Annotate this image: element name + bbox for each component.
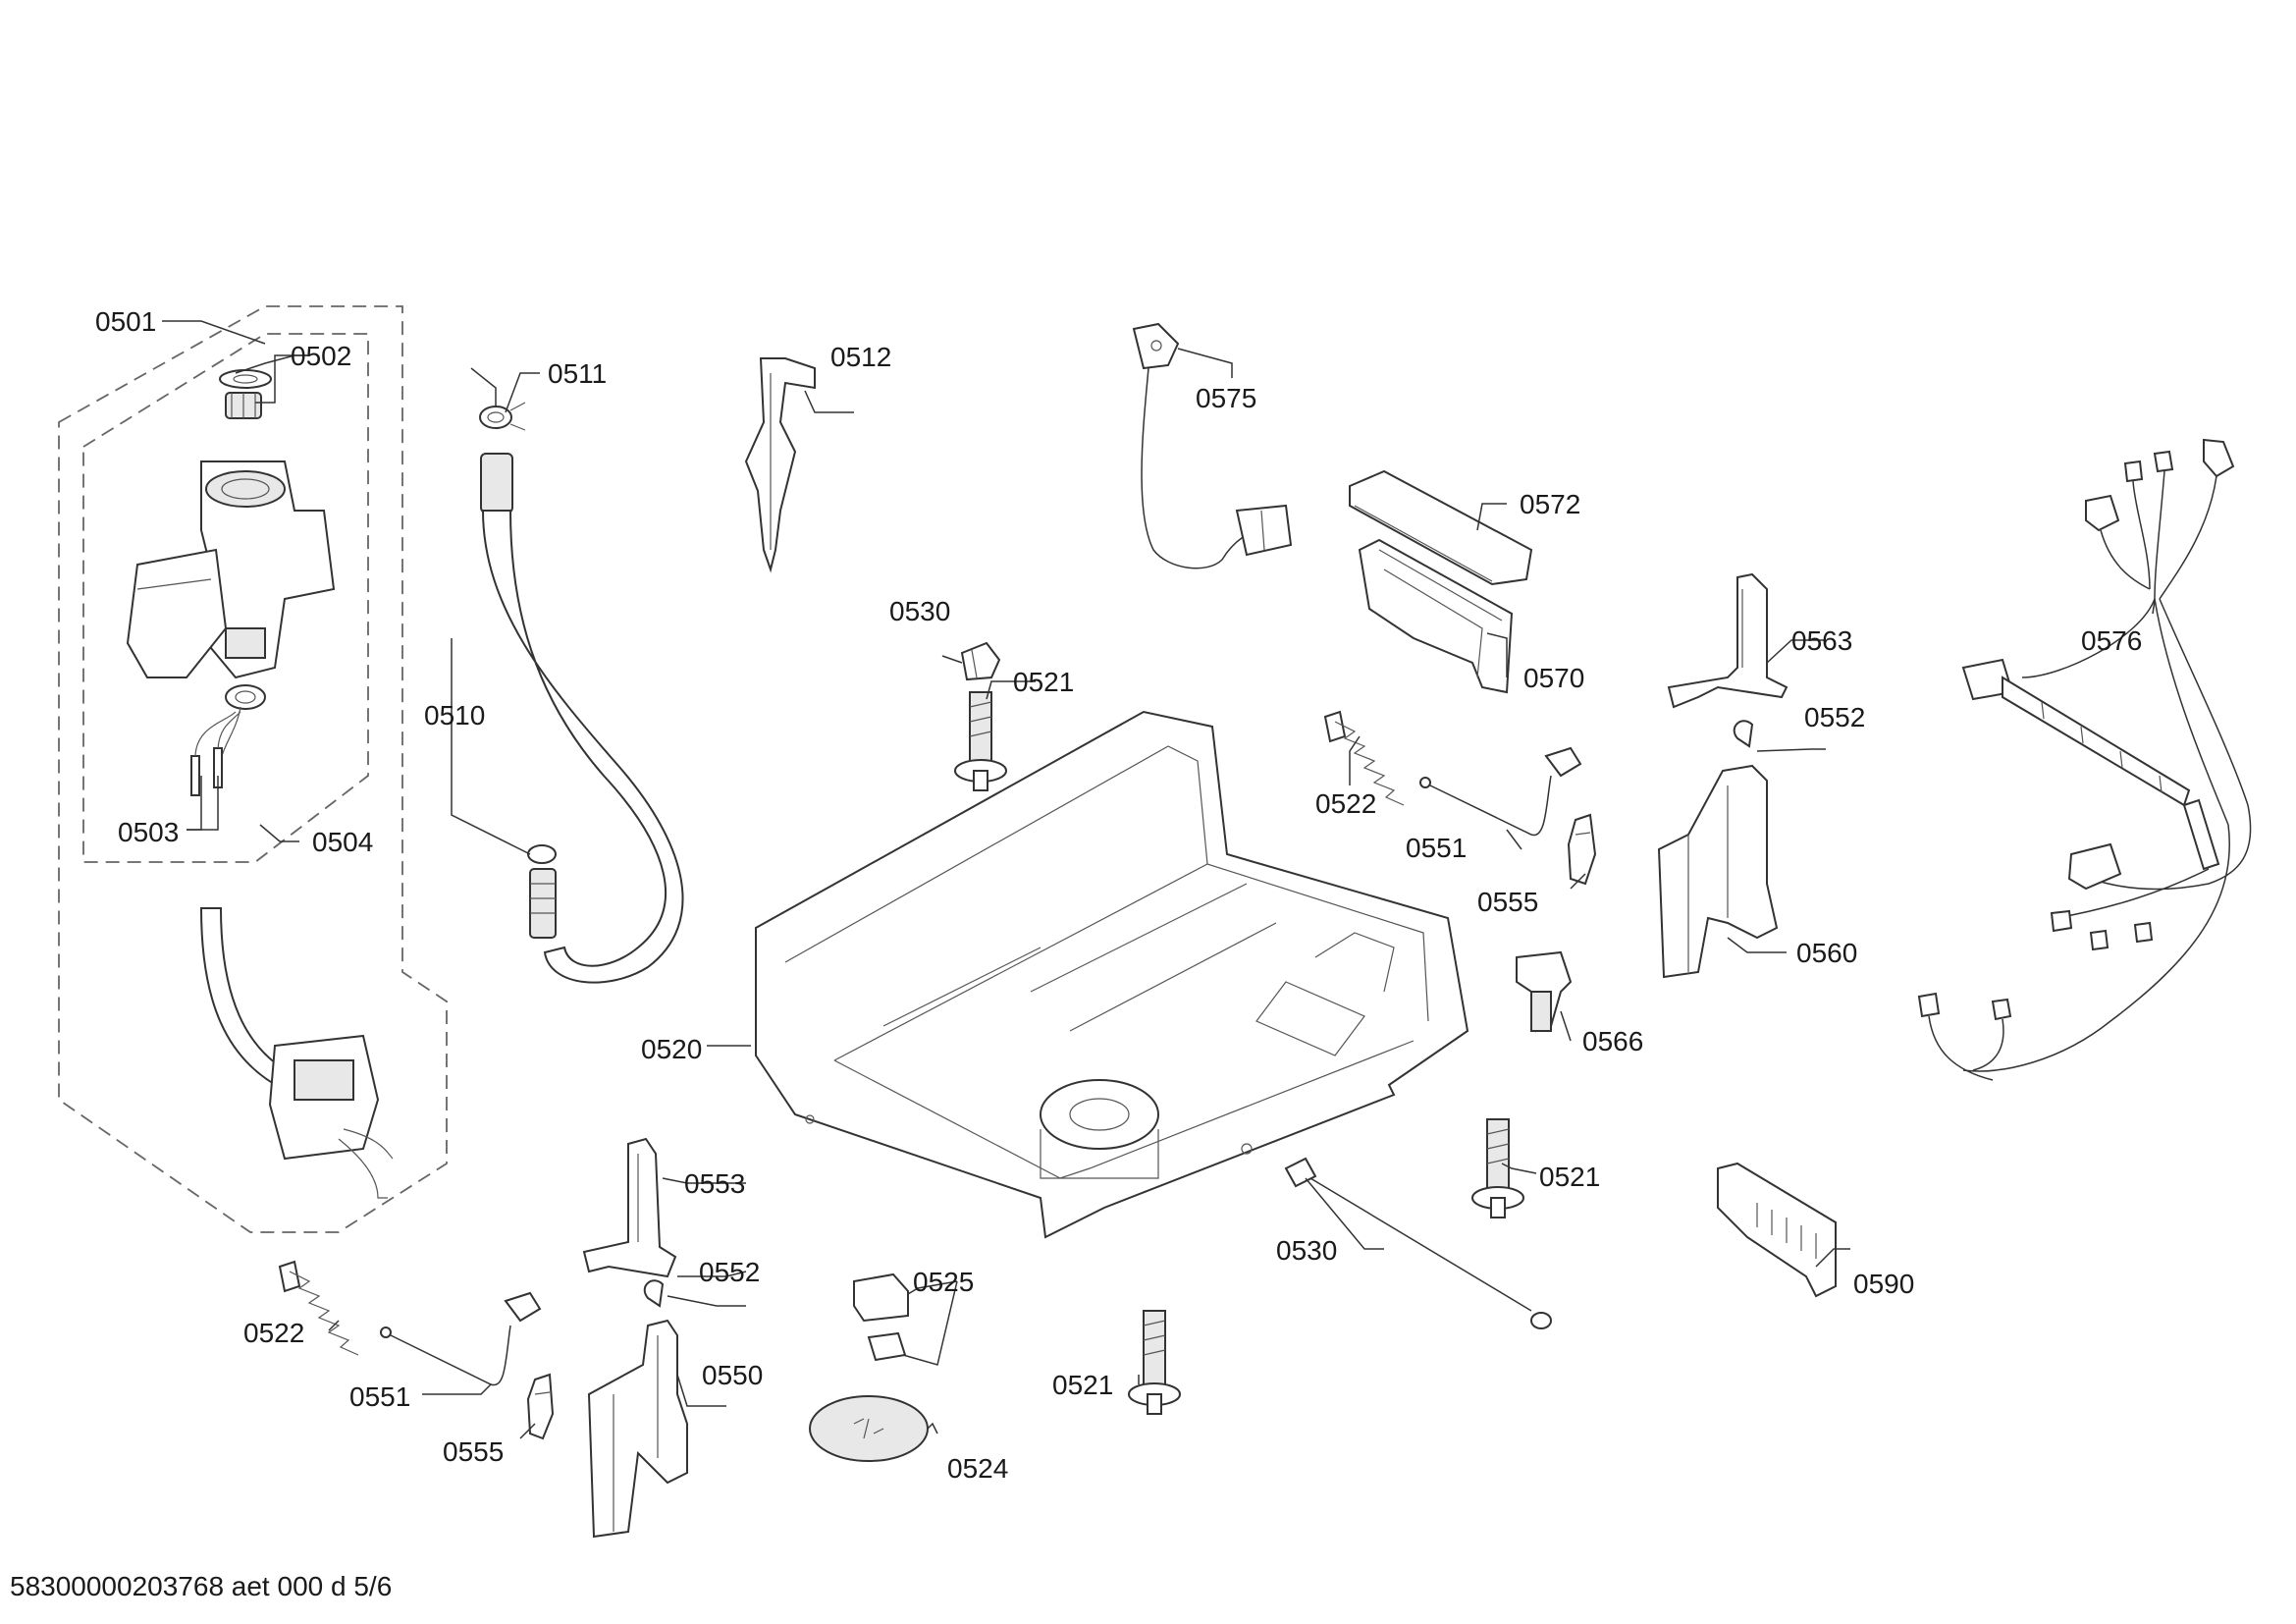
label-0563: 0563 — [1791, 625, 1852, 656]
label-0575: 0575 — [1196, 383, 1256, 413]
part-0560-bracket — [1657, 764, 1779, 979]
part-0530-sensor-rod — [1284, 1157, 1552, 1329]
label-0520: 0520 — [641, 1034, 702, 1064]
part-0590-comb-plate — [1717, 1162, 1837, 1298]
part-0522-spring-a — [1323, 710, 1405, 806]
part-0511-hose-clamp — [479, 402, 526, 431]
label-0552-right: 0552 — [1804, 702, 1865, 732]
label-0503: 0503 — [118, 817, 179, 847]
label-0530-upper: 0530 — [889, 596, 950, 626]
part-0576-wiring-harness — [1917, 438, 2252, 1081]
document-footer: 58300000203768 aet 000 d 5/6 — [10, 1571, 392, 1601]
label-0566: 0566 — [1582, 1026, 1643, 1056]
part-0510-drain-hose — [480, 453, 684, 984]
label-0576: 0576 — [2081, 625, 2142, 656]
part-0572-cover — [1349, 469, 1533, 586]
part-0522-spring-b — [278, 1260, 359, 1356]
part-0553-bracket — [582, 1137, 677, 1278]
label-0525: 0525 — [913, 1267, 974, 1297]
part-0555-clip-b — [526, 1373, 555, 1440]
part-0501-inlet-valve — [126, 460, 336, 777]
label-0530-lower: 0530 — [1276, 1235, 1337, 1266]
part-0552-clip-b — [643, 1279, 665, 1308]
part-0551-sensor-cable-b — [380, 1291, 542, 1386]
part-0552-clip-a — [1733, 720, 1754, 748]
part-0570-control-housing — [1358, 538, 1514, 694]
label-0524: 0524 — [947, 1453, 1008, 1484]
label-0512: 0512 — [830, 342, 891, 372]
part-0555-clip-a — [1567, 813, 1597, 886]
label-0551-upper: 0551 — [1406, 833, 1467, 863]
part-0524-disc — [809, 1395, 929, 1462]
label-0551-lower: 0551 — [349, 1381, 410, 1412]
leader-lines — [162, 320, 2156, 1439]
label-0553: 0553 — [684, 1168, 745, 1199]
assembly-0501-boundary — [58, 305, 448, 1233]
part-0566-sensor — [1516, 950, 1573, 1033]
part-0550-bracket — [587, 1319, 688, 1539]
label-0570: 0570 — [1523, 663, 1584, 693]
label-0560: 0560 — [1796, 938, 1857, 968]
part-0512-holder-stake — [744, 357, 816, 573]
part-0503-fuses — [190, 711, 241, 796]
label-0511: 0511 — [548, 358, 607, 389]
part-0521-screw-b — [1471, 1118, 1524, 1218]
label-0552-left: 0552 — [699, 1257, 760, 1287]
part-0551-sensor-cable-a — [1419, 746, 1582, 837]
label-0504: 0504 — [312, 827, 373, 857]
label-0572: 0572 — [1520, 489, 1580, 519]
label-0521-lower: 0521 — [1052, 1370, 1113, 1400]
part-0563-bracket — [1667, 572, 1789, 709]
label-0521-right: 0521 — [1539, 1162, 1600, 1192]
part-0525-holder — [853, 1272, 909, 1362]
part-0575-power-cord — [1132, 322, 1293, 569]
label-0522-lower: 0522 — [243, 1318, 304, 1348]
label-0555-lower: 0555 — [443, 1436, 504, 1467]
label-0555-upper: 0555 — [1477, 887, 1538, 917]
part-0521-screw-a — [954, 691, 1007, 791]
part-0530-float — [960, 641, 1001, 681]
part-0504-hose-connector — [199, 907, 394, 1199]
part-0520-base-tub — [755, 710, 1469, 1239]
label-0590: 0590 — [1853, 1269, 1914, 1299]
part-0521-screw-c — [1128, 1310, 1181, 1415]
part-0502-nut — [219, 369, 272, 419]
part-labels: 0501 0502 0503 0504 0510 0511 0512 0575 … — [95, 306, 2142, 1484]
label-0502: 0502 — [291, 341, 351, 371]
label-0550: 0550 — [702, 1360, 763, 1390]
label-0522-upper: 0522 — [1315, 788, 1376, 819]
label-0501: 0501 — [95, 306, 156, 337]
label-0521-upper: 0521 — [1013, 667, 1074, 697]
label-0510: 0510 — [424, 700, 485, 731]
